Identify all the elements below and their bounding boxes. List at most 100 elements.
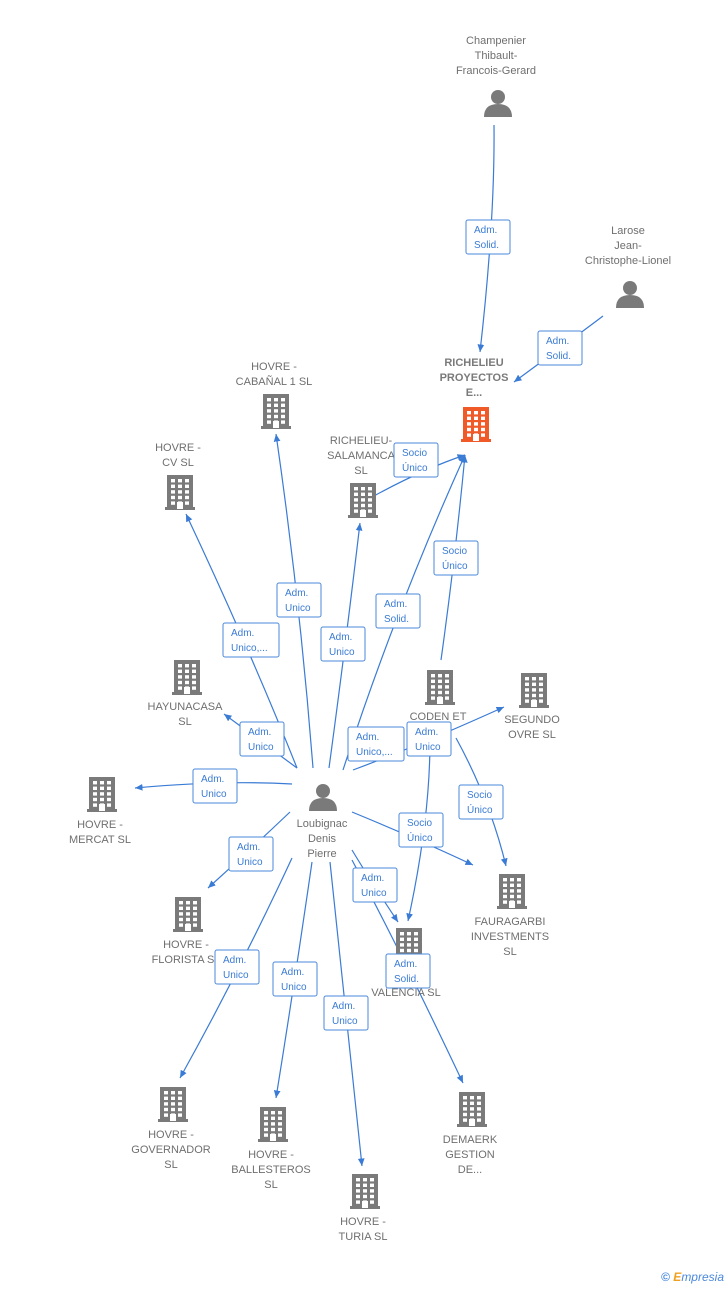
node-label-line: OVRE SL	[508, 729, 556, 741]
building-icon	[261, 394, 291, 429]
edge-role-label[interactable]: Adm. Unico	[352, 867, 398, 903]
brand-initial: E	[673, 1270, 682, 1284]
edge-label-box	[393, 442, 439, 478]
empresia-watermark[interactable]: © Empresia	[661, 1270, 724, 1284]
node-label-line: INVESTMENTS	[471, 931, 549, 943]
edge-role-label[interactable]: Adm.Unico,...	[347, 726, 405, 762]
edge-label-line: Adm.	[223, 955, 246, 966]
edge-label-box	[239, 721, 285, 757]
copyright-symbol: ©	[661, 1270, 670, 1284]
node-label-line: Jean-	[614, 240, 642, 252]
edge-role-label[interactable]: Adm.Unico	[320, 626, 366, 662]
edge-label-line: Unico	[281, 982, 307, 993]
node-mercat[interactable]: HOVRE -MERCAT SL	[69, 777, 131, 846]
edge-label-line: Adm.	[361, 873, 384, 884]
edge-label-box	[276, 582, 322, 618]
building-icon	[350, 1174, 380, 1209]
person-icon	[616, 281, 644, 308]
edge-label-line: Solid.	[384, 614, 409, 625]
node-label-line: FLORISTA SL	[152, 954, 221, 966]
node-label-line: SL	[178, 716, 191, 728]
node-segundo[interactable]: SEGUNDO OVRE SL	[504, 673, 560, 741]
node-label-line: Larose	[611, 225, 645, 237]
edge-label-box	[228, 836, 274, 872]
edge-label-box	[458, 784, 504, 820]
edge-label-line: Adm.	[201, 774, 224, 785]
edge-role-label[interactable]: Adm.Solid.	[385, 953, 431, 989]
edge-label-line: Unico	[361, 888, 387, 899]
person-icon	[309, 784, 337, 811]
building-icon	[87, 777, 117, 812]
edge-label-line: Solid.	[474, 240, 499, 251]
node-label-line: Pierre	[307, 848, 336, 860]
node-florista[interactable]: HOVRE -FLORISTA SL	[152, 897, 221, 966]
node-turia[interactable]: HOVRE -TURIA SL	[339, 1174, 388, 1243]
node-label-line: GOVERNADOR	[131, 1144, 211, 1156]
edge-label-line: Socio	[442, 546, 467, 557]
edge-label-line: Adm.	[474, 225, 497, 236]
node-label-line: Champenier	[466, 35, 526, 47]
edge-role-label[interactable]: Adm.Unico	[192, 768, 238, 804]
edge-role-label[interactable]: Adm.Unico	[239, 721, 285, 757]
building-icon	[173, 897, 203, 932]
edge-role-label[interactable]: Adm. Solid.	[375, 593, 421, 629]
node-demaerk[interactable]: DEMAERKGESTIONDE...	[443, 1092, 498, 1176]
node-label-line: HOVRE -	[340, 1216, 386, 1228]
edge-role-label[interactable]: Adm.Unico	[272, 961, 318, 997]
node-label-line: Loubignac	[297, 818, 348, 830]
edge-label-line: Solid.	[546, 351, 571, 362]
edge-labels-layer: Adm. Solid. Adm. Solid. Adm. Solid. SocioÚnico…	[192, 219, 583, 1031]
edge-role-label[interactable]: Adm. Solid.	[465, 219, 511, 255]
edge-role-label[interactable]: Adm. Solid.	[537, 330, 583, 366]
node-label-line: GESTION	[445, 1149, 495, 1161]
edge-role-label[interactable]: Adm. Unico	[214, 949, 260, 985]
node-richelieu[interactable]: RICHELIEUPROYECTOSE...	[440, 357, 509, 442]
node-label-line: FAURAGARBI	[475, 916, 546, 928]
edge-label-line: Adm.	[384, 599, 407, 610]
edge-label-line: Socio	[467, 790, 492, 801]
node-label-line: SEGUNDO	[504, 714, 560, 726]
edge-label-line: Unico	[223, 970, 249, 981]
edge-role-label[interactable]: Adm.Unico	[406, 721, 452, 757]
edge-label-line: Adm.	[237, 842, 260, 853]
edge-label-box	[323, 995, 369, 1031]
node-label-line: CODEN ET	[410, 711, 467, 723]
building-icon	[497, 874, 527, 909]
node-cv[interactable]: HOVRE -CV SL	[155, 442, 201, 510]
edge-label-line: Adm.	[356, 732, 379, 743]
edge-label-line: Adm.	[231, 628, 254, 639]
node-coden[interactable]: CODEN ETSL	[410, 670, 467, 738]
edges-layer	[134, 124, 604, 1167]
edge-role-label[interactable]: Adm.Unico	[323, 995, 369, 1031]
edge-label-line: Adm.	[415, 727, 438, 738]
node-label-line: HOVRE -	[148, 1129, 194, 1141]
edge-label-box	[214, 949, 260, 985]
edge-label-line: Adm.	[546, 336, 569, 347]
building-icon	[258, 1107, 288, 1142]
node-label-line: HOVRE -	[251, 361, 297, 373]
nodes-layer: ChampenierThibault-Francois-GerardLarose…	[69, 35, 671, 1243]
building-icon	[172, 660, 202, 695]
node-cabanal[interactable]: HOVRE -CABAÑAL 1 SL	[236, 361, 313, 429]
edge-label-line: Unico	[329, 647, 355, 658]
node-label-line: HOVRE -	[248, 1149, 294, 1161]
edge-role-label[interactable]: Adm.Unico	[276, 582, 322, 618]
brand-name: mpresia	[681, 1270, 724, 1284]
edge-role-label[interactable]: Adm.Unico	[228, 836, 274, 872]
edge-label-box	[347, 726, 405, 762]
edge-role-label[interactable]: Adm.Unico,...	[222, 622, 280, 658]
building-icon	[158, 1087, 188, 1122]
node-label-line: CV SL	[162, 457, 194, 469]
